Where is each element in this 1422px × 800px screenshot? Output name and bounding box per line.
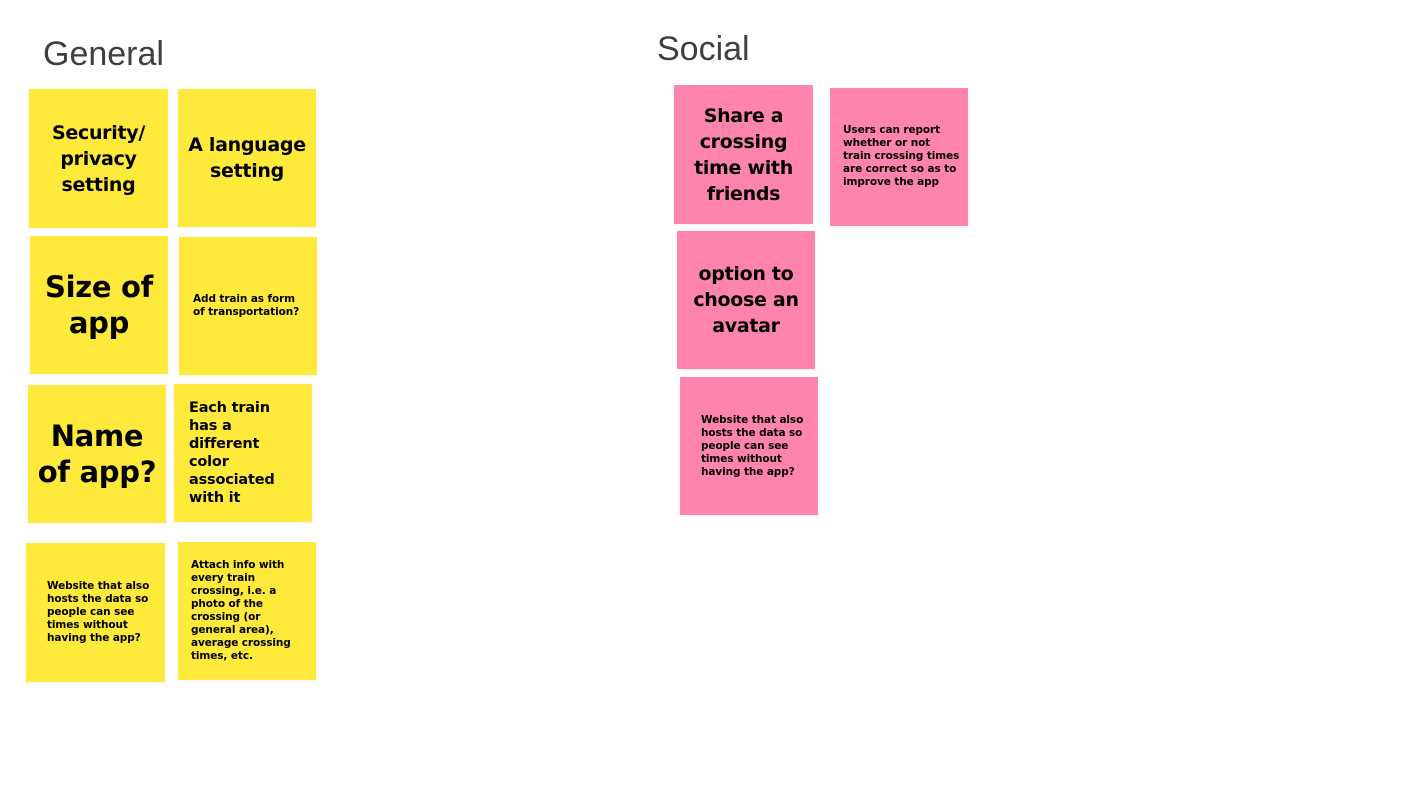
sticky-note-text: Each train has a different color associa…: [189, 400, 275, 506]
sticky-note-text: Security/ privacy setting: [52, 121, 145, 196]
sticky-note-general[interactable]: Each train has a different color associa…: [174, 384, 312, 522]
sticky-note-general[interactable]: Security/ privacy setting: [29, 89, 168, 228]
sticky-note-social[interactable]: Website that also hosts the data so peop…: [680, 377, 818, 515]
sticky-note-text: Add train as form of transportation?: [193, 293, 300, 318]
sticky-note-text: Attach info with every train crossing, i…: [191, 559, 291, 662]
section-title-general: General: [43, 35, 164, 73]
sticky-note-text: option to choose an avatar: [693, 263, 799, 337]
sticky-note-text: Website that also hosts the data so peop…: [701, 413, 804, 478]
sticky-note-general[interactable]: Attach info with every train crossing, i…: [178, 542, 316, 680]
sticky-note-text: Size of app: [45, 270, 153, 340]
sticky-note-text: Users can report whether or not train cr…: [843, 124, 960, 188]
sticky-note-text: Share a crossing time with friends: [694, 104, 793, 205]
sticky-note-social[interactable]: option to choose an avatar: [677, 231, 815, 369]
section-title-social: Social: [657, 30, 750, 68]
sticky-note-text: Website that also hosts the data so peop…: [47, 580, 150, 644]
sticky-note-text: Name of app?: [37, 419, 157, 489]
sticky-note-text: A language setting: [188, 134, 306, 182]
sticky-note-general[interactable]: A language setting: [178, 89, 316, 227]
sticky-note-general[interactable]: Name of app?: [28, 385, 166, 523]
sticky-note-general[interactable]: Size of app: [30, 236, 168, 374]
sticky-note-social[interactable]: Share a crossing time with friends: [674, 85, 813, 224]
sticky-note-social[interactable]: Users can report whether or not train cr…: [830, 88, 968, 226]
sticky-note-general[interactable]: Website that also hosts the data so peop…: [26, 543, 165, 682]
sticky-note-general[interactable]: Add train as form of transportation?: [179, 237, 317, 375]
